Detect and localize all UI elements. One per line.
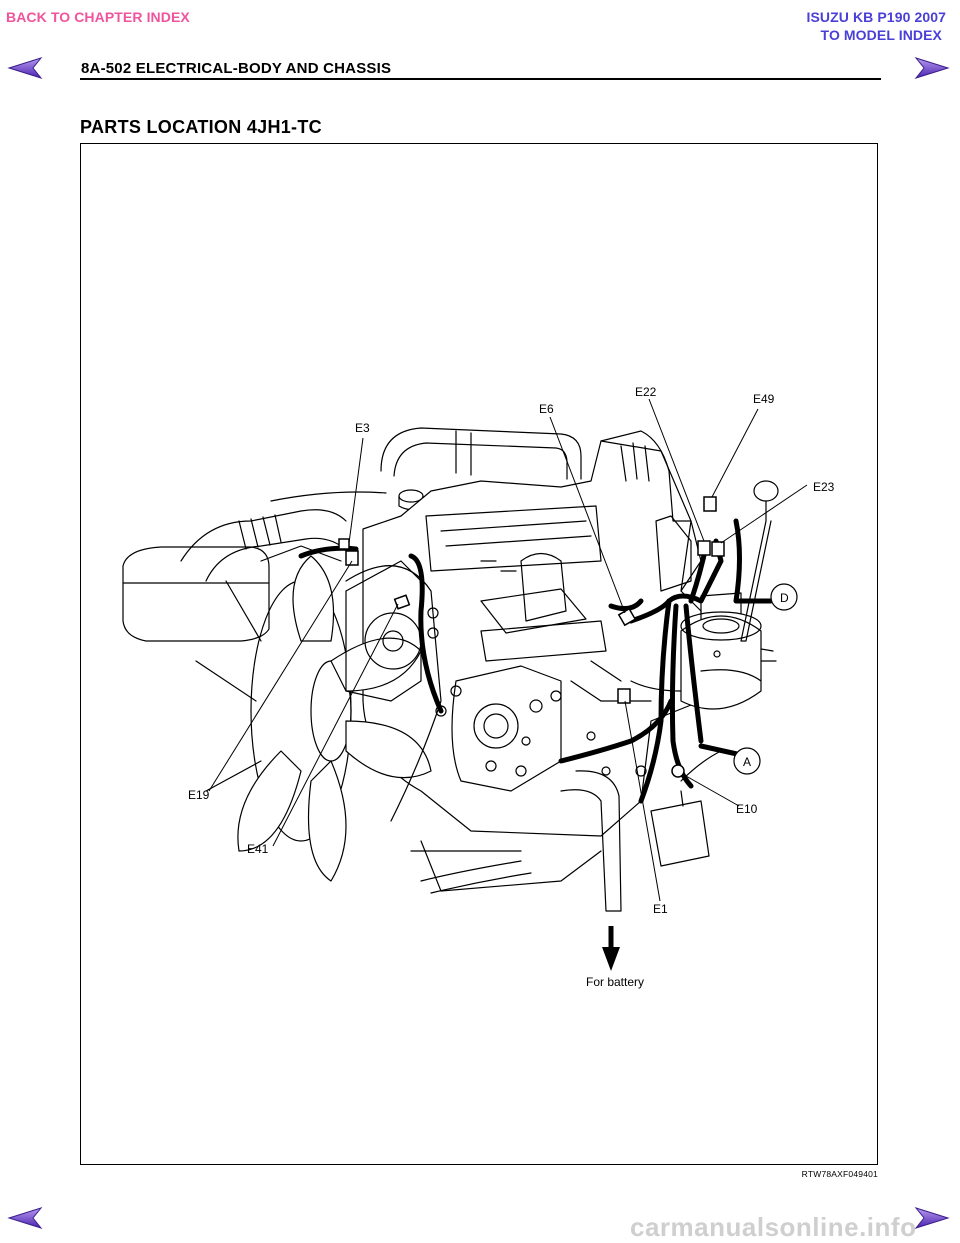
callout-a: A — [743, 755, 751, 769]
figure-frame: E3 E6 E22 E49 E23 D A E10 E19 E41 E1 For… — [80, 143, 878, 1165]
callout-e10: E10 — [736, 802, 758, 816]
watermark: carmanualsonline.info — [630, 1212, 917, 1242]
back-to-chapter-index-link[interactable]: BACK TO CHAPTER INDEX — [6, 9, 190, 25]
callout-d: D — [780, 591, 789, 605]
callout-e23: E23 — [813, 480, 835, 494]
callout-e1: E1 — [653, 902, 668, 916]
section-title: PARTS LOCATION 4JH1-TC — [80, 117, 322, 137]
callout-e3: E3 — [355, 421, 370, 435]
figure-code: RTW78AXF049401 — [801, 1169, 878, 1179]
prev-page-arrow-icon[interactable] — [7, 56, 45, 80]
header-divider — [80, 78, 881, 80]
page-header-title: 8A-502 ELECTRICAL-BODY AND CHASSIS — [81, 60, 392, 77]
next-page-arrow-icon[interactable] — [912, 56, 950, 80]
callout-e49: E49 — [753, 392, 775, 406]
model-title-link[interactable]: ISUZU KB P190 2007 — [806, 9, 946, 25]
bottom-next-page-arrow-icon[interactable] — [912, 1206, 950, 1230]
to-model-index-link[interactable]: TO MODEL INDEX — [820, 27, 942, 43]
callout-e6: E6 — [539, 402, 554, 416]
engine-wiring-illustration: E3 E6 E22 E49 E23 D A E10 E19 E41 E1 For… — [122, 385, 835, 989]
callout-e19: E19 — [188, 788, 210, 802]
bottom-prev-page-arrow-icon[interactable] — [7, 1206, 45, 1230]
callout-for-battery: For battery — [586, 975, 644, 989]
callout-e22: E22 — [635, 385, 657, 399]
callout-e41: E41 — [247, 842, 269, 856]
